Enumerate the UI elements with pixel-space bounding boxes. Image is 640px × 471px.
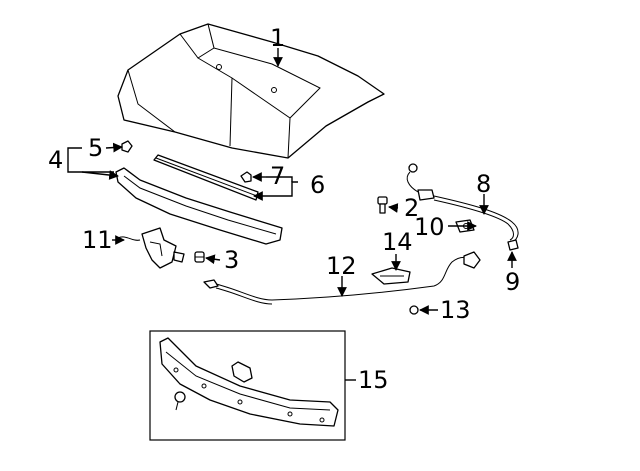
callout-5: 5	[88, 134, 103, 162]
strut-end-9	[507, 239, 519, 251]
callout-9: 9	[505, 268, 520, 296]
leader-lines	[67, 48, 517, 381]
inset-frame	[149, 330, 346, 441]
callout-15: 15	[358, 366, 389, 394]
release-handle	[371, 267, 411, 285]
callout-14: 14	[382, 228, 413, 256]
callout-2: 2	[404, 194, 419, 222]
grille-molding-inset	[149, 330, 346, 441]
bolt-2	[377, 196, 388, 214]
bumper-3	[194, 251, 205, 263]
callout-11: 11	[82, 226, 113, 254]
lock-support	[115, 167, 283, 245]
hood-panel	[117, 23, 385, 159]
clip-5	[121, 140, 133, 153]
release-cable	[203, 251, 481, 305]
hood-strut	[406, 163, 519, 243]
callout-4: 4	[48, 146, 63, 174]
callout-6: 6	[310, 171, 325, 199]
callout-1: 1	[270, 24, 285, 52]
callout-3: 3	[224, 246, 239, 274]
callout-13: 13	[440, 296, 471, 324]
seal-clip	[240, 171, 252, 183]
callout-12: 12	[326, 252, 357, 280]
callout-10: 10	[414, 213, 445, 241]
callout-7: 7	[270, 162, 285, 190]
cable-clip-13	[409, 305, 419, 315]
callout-labels: 1 2 3 4 5 6 7 8 9 10 11 12 13 14 15	[48, 24, 520, 394]
callout-8: 8	[476, 170, 491, 198]
hood-latch	[117, 227, 185, 269]
